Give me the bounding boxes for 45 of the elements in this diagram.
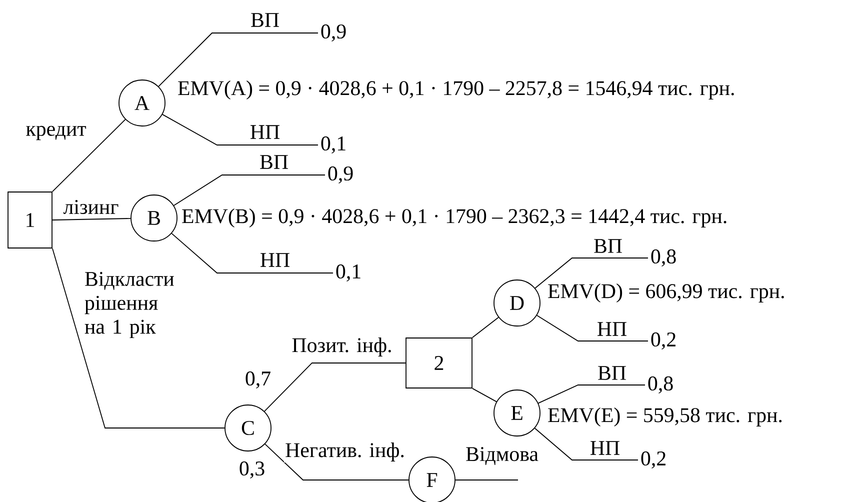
edge-label: ВП: [596, 365, 628, 381]
branch-line: [472, 316, 499, 338]
edge-label: ВП: [258, 154, 290, 170]
probability-label: 0,8: [648, 376, 673, 394]
branch-line: [534, 428, 638, 460]
probability-label: 0,2: [651, 332, 676, 350]
branch-line: [52, 248, 225, 428]
branch-line: [173, 174, 326, 206]
branch-line: [264, 362, 406, 412]
probability-label: 0,7: [246, 371, 270, 389]
probability-label: 0,9: [328, 166, 353, 184]
edge-label: лізинг: [62, 198, 120, 216]
branch-line: [158, 32, 318, 87]
edge-label: НП: [248, 124, 282, 140]
probability-label: 0,3: [240, 461, 264, 479]
decision-box: 1: [8, 192, 52, 248]
branch-line: [171, 232, 334, 274]
branch-line: [162, 114, 318, 146]
probability-label: 0,2: [641, 451, 666, 469]
branch-line: [534, 258, 648, 289]
emv-formula: EMV(A) = 0,9 · 4028,6 + 0,1 · 1790 – 2257,8 = 1546,94 тис. грн.: [178, 80, 734, 100]
branch-line: [264, 444, 409, 480]
branch-line: [52, 119, 126, 192]
emv-formula: EMV(E) = 559,58 тис. грн.: [548, 408, 782, 426]
edge-label: Відкласти рішення на 1 рік: [83, 270, 184, 340]
probability-label: 0,1: [336, 264, 360, 282]
edge-label: кредит: [24, 124, 88, 142]
emv-formula: EMV(B) = 0,9 · 4028,6 + 0,1 · 1790 – 2362,3 = 1442,4 тис. грн.: [182, 208, 726, 228]
probability-label: 0,9: [321, 24, 346, 42]
edge-label: ВП: [249, 12, 281, 28]
branch-line: [472, 388, 497, 402]
edge-label: НП: [588, 440, 622, 456]
edge-label: Негатив. інф.: [284, 442, 406, 462]
probability-label: 0,1: [321, 136, 346, 154]
edge-label: НП: [596, 321, 628, 337]
decision-box: 2: [406, 338, 472, 388]
branch-line: [536, 314, 648, 342]
edge-label: НП: [258, 252, 292, 268]
edge-label: ВП: [592, 238, 624, 254]
emv-formula: EMV(D) = 606,99 тис. грн.: [548, 284, 784, 302]
branch-line: [538, 384, 646, 404]
edge-label: Позит. інф.: [290, 336, 394, 358]
edge-label: Відмова: [464, 446, 540, 466]
probability-label: 0,8: [651, 249, 676, 267]
branch-line: [52, 218, 132, 220]
